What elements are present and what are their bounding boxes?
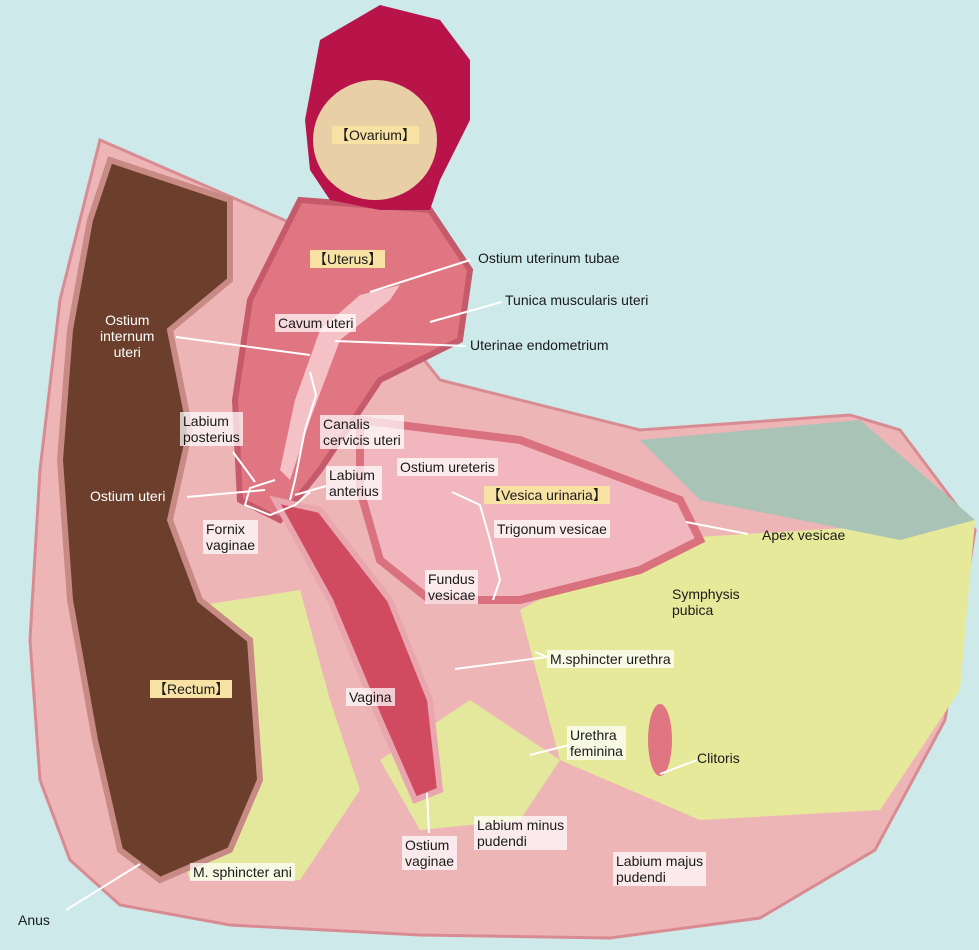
label-m-sphincter-ani: M. sphincter ani — [190, 863, 295, 881]
label-uterinae-endometrium: Uterinae endometrium — [470, 337, 609, 353]
label-ostium-vaginae: Ostium vaginae — [402, 836, 457, 870]
label-uterus: 【Uterus】 — [310, 250, 385, 268]
label-fornix-vaginae: Fornix vaginae — [203, 520, 258, 554]
label-labium-majus-pudendi: Labium majus pudendi — [613, 852, 706, 886]
label-rectum: 【Rectum】 — [150, 680, 232, 698]
label-ovarium: 【Ovarium】 — [332, 126, 419, 144]
label-labium-minus-pudendi: Labium minus pudendi — [474, 816, 567, 850]
label-ostium-internum-uteri: Ostium internum uteri — [100, 312, 154, 360]
label-labium-anterius: Labium anterius — [326, 466, 382, 500]
label-apex-vesicae: Apex vesicae — [762, 527, 845, 543]
label-ostium-uteri: Ostium uteri — [90, 488, 165, 504]
label-symphysis-pubica: Symphysis pubica — [672, 586, 740, 618]
label-ostium-uterinum-tubae: Ostium uterinum tubae — [478, 250, 620, 266]
label-clitoris: Clitoris — [697, 750, 740, 766]
label-labium-posterius: Labium posterius — [180, 412, 243, 446]
label-fundus-vesicae: Fundus vesicae — [425, 570, 478, 604]
label-ostium-ureteris: Ostium ureteris — [397, 458, 498, 476]
label-urethra-feminina: Urethra feminina — [567, 726, 626, 760]
label-canalis-cervicis-uteri: Canalis cervicis uteri — [320, 415, 404, 449]
clitoris-shape — [648, 704, 672, 776]
label-m-sphincter-urethra: M.sphincter urethra — [547, 650, 674, 668]
label-anus: Anus — [18, 912, 50, 928]
label-vagina: Vagina — [346, 688, 395, 706]
label-vesica-urinaria: 【Vesica urinaria】 — [484, 486, 610, 504]
label-cavum-uteri: Cavum uteri — [275, 314, 356, 332]
label-tunica-muscularis-uteri: Tunica muscularis uteri — [505, 292, 648, 308]
label-trigonum-vesicae: Trigonum vesicae — [494, 520, 610, 538]
